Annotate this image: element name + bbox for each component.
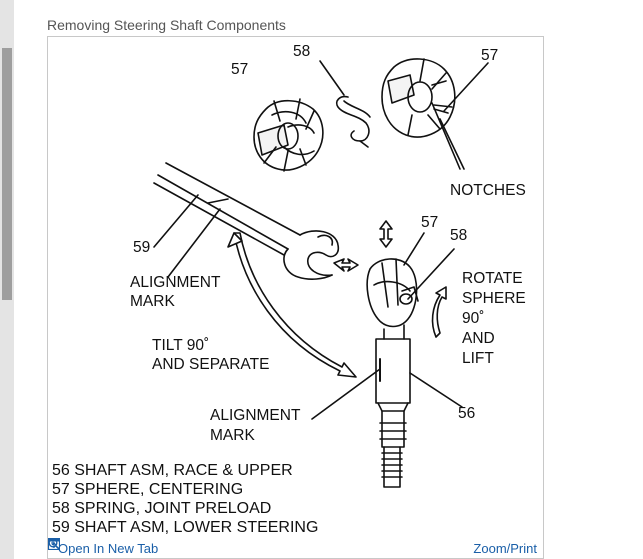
- steering-shaft-diagram: 57 58 57 NOTCHES 59 ALIGNMENT MARK 57 58…: [52, 43, 526, 536]
- label-rotate-line2: SPHERE: [462, 290, 526, 307]
- figure-caption: Removing Steering Shaft Components: [47, 17, 286, 33]
- label-alignment-mark-2-line1: ALIGNMENT: [210, 407, 301, 424]
- label-alignment-mark-1-line2: MARK: [130, 293, 175, 310]
- rotate-arrow: [431, 286, 447, 338]
- label-alignment-mark-1-line1: ALIGNMENT: [130, 274, 221, 291]
- label-rotate-line5: LIFT: [462, 350, 494, 367]
- callout-56: 56: [458, 405, 475, 422]
- figure-frame: 57 58 57 NOTCHES 59 ALIGNMENT MARK 57 58…: [47, 36, 544, 559]
- upper-shaft-assembly: [366, 258, 419, 488]
- scrollbar-thumb[interactable]: [2, 48, 12, 300]
- callout-58-mid: 58: [450, 227, 467, 244]
- joint-preload-spring: [319, 60, 371, 148]
- open-new-tab-link[interactable]: Open In New Tab: [48, 538, 164, 556]
- callout-59: 59: [133, 239, 150, 256]
- legend-line: 59 SHAFT ASM, LOWER STEERING: [52, 519, 318, 536]
- legend-line: 57 SPHERE, CENTERING: [52, 481, 243, 498]
- zoom-print-link[interactable]: Zoom/Print: [48, 538, 543, 556]
- vertical-arrow: [379, 220, 393, 248]
- left-gutter: [0, 0, 14, 559]
- callout-58-top: 58: [293, 43, 310, 60]
- tilt-arrow: [227, 232, 357, 378]
- label-rotate-line4: AND: [462, 330, 495, 347]
- magnifier-icon: [48, 538, 60, 550]
- label-rotate-line1: ROTATE: [462, 270, 523, 287]
- label-tilt-line1: TILT 90˚: [152, 337, 209, 354]
- lower-steering-shaft: [153, 162, 340, 280]
- label-rotate-line3: 90˚: [462, 310, 484, 327]
- callout-57-mid: 57: [421, 214, 438, 231]
- label-notches: NOTCHES: [450, 182, 526, 199]
- zoom-print-label: Zoom/Print: [473, 540, 537, 556]
- label-tilt-line2: AND SEPARATE: [152, 356, 269, 373]
- figure-action-bar: Open In New Tab Zoom/Print: [48, 538, 543, 558]
- callout-57-left: 57: [231, 61, 248, 78]
- callout-57-right: 57: [481, 47, 498, 64]
- double-arrow-small: [333, 258, 359, 272]
- label-alignment-mark-2-line2: MARK: [210, 427, 255, 444]
- centering-sphere-left: [253, 98, 324, 172]
- centering-sphere-right: [381, 58, 456, 138]
- legend-line: 58 SPRING, JOINT PRELOAD: [52, 500, 271, 517]
- legend-line: 56 SHAFT ASM, RACE & UPPER: [52, 462, 293, 479]
- open-new-tab-label: Open In New Tab: [58, 540, 159, 556]
